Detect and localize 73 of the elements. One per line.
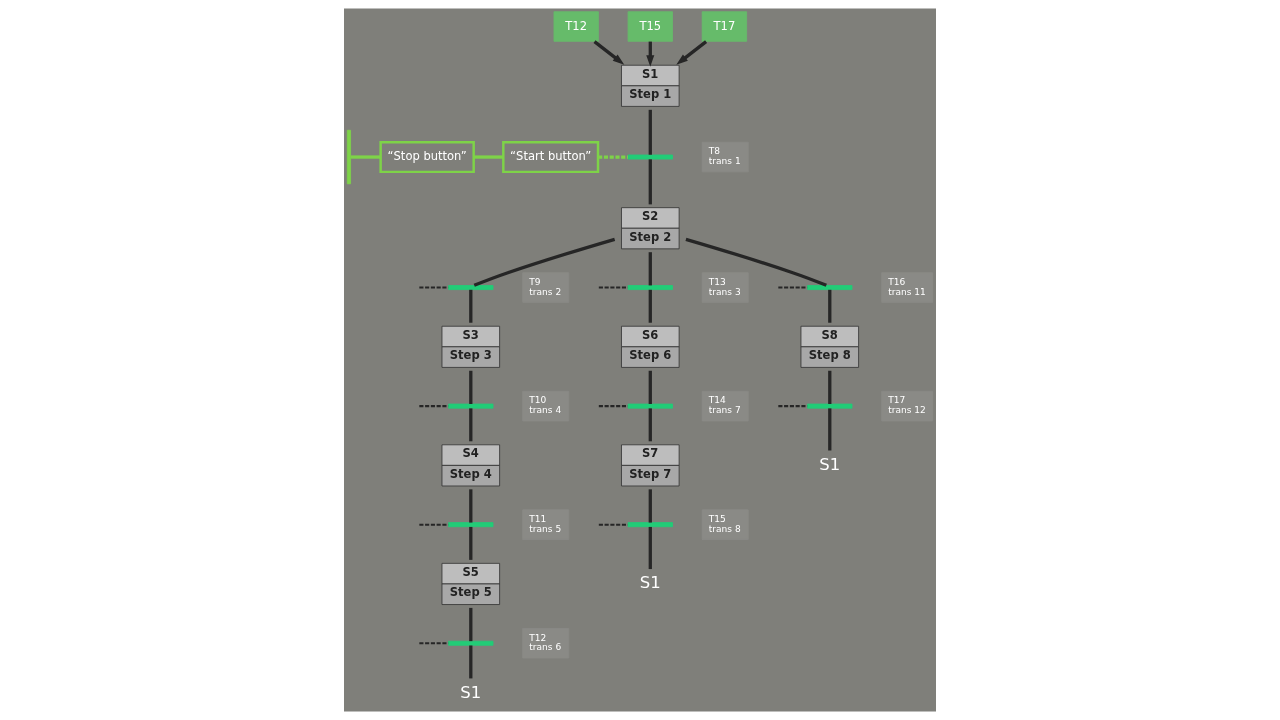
connector	[469, 289, 473, 323]
node-label: T16	[888, 276, 906, 287]
node-box: T12	[553, 11, 599, 42]
connector	[648, 159, 652, 205]
node-bar	[346, 129, 351, 185]
node-label: trans 5	[529, 523, 562, 534]
connector	[419, 523, 449, 526]
node-bar	[807, 285, 853, 290]
connector	[350, 155, 381, 159]
node-label: trans 4	[529, 405, 562, 416]
node-bar	[627, 403, 673, 409]
node-label: T12	[529, 632, 547, 643]
node-text: S1	[639, 573, 661, 593]
node-label: T13	[708, 276, 726, 287]
node-box: “Stop button”	[379, 141, 475, 174]
connector	[828, 408, 832, 451]
node-label: T11	[529, 514, 547, 525]
node-label: trans 1	[708, 156, 741, 167]
node-label: T17	[888, 395, 906, 406]
node-label: T8	[708, 146, 721, 157]
node-label: trans 2	[529, 286, 562, 297]
connector	[469, 645, 473, 679]
node-bar	[448, 640, 494, 646]
connector	[469, 408, 473, 442]
connector	[828, 289, 832, 323]
node-bar	[627, 522, 673, 528]
node-box: T17	[701, 11, 748, 42]
node-bar	[807, 403, 853, 409]
connector	[648, 109, 652, 155]
connector	[419, 642, 449, 645]
connector	[473, 237, 616, 287]
node-label: trans 3	[708, 286, 741, 297]
connector	[473, 155, 504, 159]
connector	[828, 370, 832, 404]
connector	[778, 286, 808, 289]
connector	[648, 370, 652, 404]
connector	[648, 408, 652, 442]
node-bar	[448, 403, 494, 409]
connector	[648, 289, 652, 323]
node-bar	[448, 522, 494, 528]
connector	[419, 286, 449, 289]
connector	[598, 523, 628, 526]
node-text: S1	[819, 454, 841, 474]
node-label: T9	[529, 276, 541, 287]
connector	[648, 252, 652, 286]
arrow	[593, 40, 625, 65]
node-bar	[627, 154, 673, 160]
node-label: trans 11	[888, 286, 926, 297]
connector	[469, 489, 473, 523]
node-label: T10	[529, 395, 547, 406]
node-bar	[627, 285, 673, 290]
node-box: T15	[627, 11, 673, 42]
connector	[469, 607, 473, 642]
connector	[469, 526, 473, 560]
connector	[648, 526, 652, 570]
connector	[648, 489, 652, 523]
node-label: trans 8	[708, 523, 741, 534]
node-label: T14	[708, 395, 726, 406]
node-label: trans 7	[708, 405, 741, 416]
node-bar	[448, 285, 494, 290]
node-label: trans 12	[888, 405, 926, 416]
node-box: “Start button”	[502, 141, 600, 174]
connector	[598, 405, 628, 408]
connector	[685, 237, 827, 287]
connector	[598, 286, 628, 289]
arrow	[676, 40, 708, 65]
connector	[598, 155, 628, 159]
node-label: trans 6	[529, 642, 562, 653]
connector	[778, 405, 808, 408]
node-text: S1	[460, 682, 482, 702]
node-label: T15	[708, 514, 726, 525]
connector	[419, 405, 449, 408]
connector	[469, 370, 473, 404]
